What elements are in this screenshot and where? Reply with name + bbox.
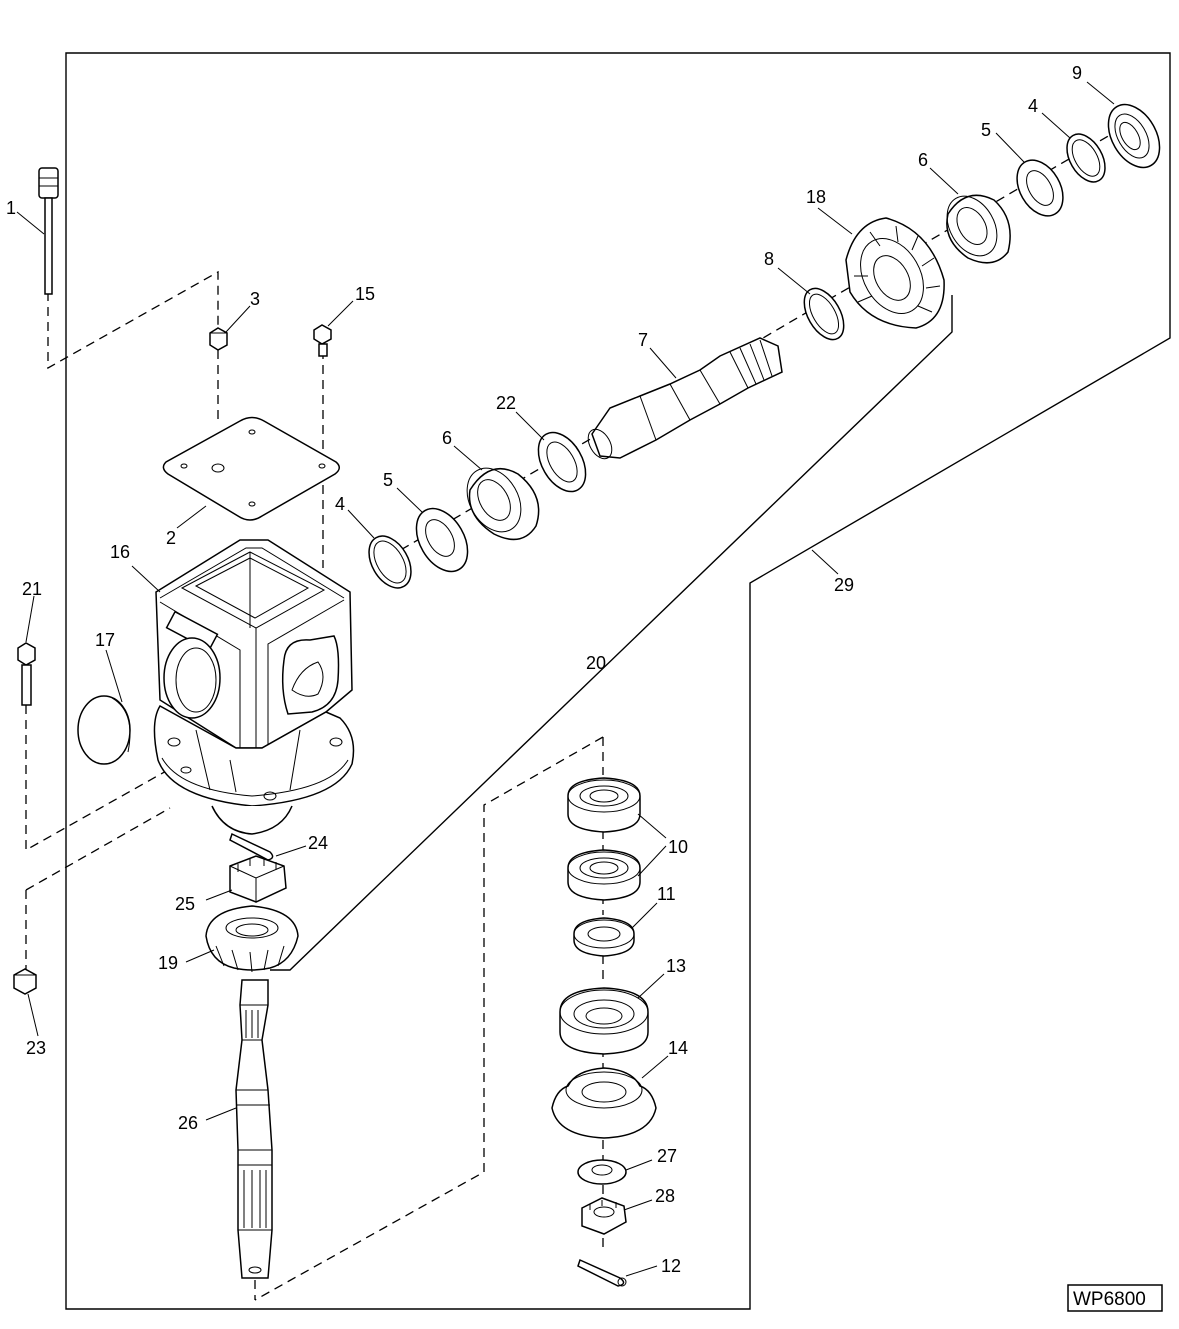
nut [13,968,37,995]
plug [209,327,228,351]
taper-bearing-lower [567,849,641,901]
snap-ring-right [1066,133,1106,183]
callout-12: 12 [661,1256,681,1276]
callout-3: 3 [250,289,260,309]
callout-22: 22 [496,393,516,413]
callout-10: 10 [668,837,688,857]
ball-bearing-left [466,467,540,541]
callout-11: 11 [657,884,676,904]
ball-bearing-right [946,194,1011,264]
drawing-code-box: WP6800 [1067,1284,1163,1312]
castle-nut-upper [229,855,287,903]
spacer-22 [537,431,587,493]
leader-lines [16,81,1115,1277]
callout-4-right: 4 [1028,96,1038,116]
callout-24: 24 [308,833,328,853]
spacer-left [415,507,469,573]
gearbox-housing [153,539,355,835]
callout-16: 16 [110,542,130,562]
callout-17: 17 [95,630,115,650]
oil-seal [1107,103,1161,169]
callout-15: 15 [355,284,375,304]
cotter-pin-lower [577,1258,627,1287]
callout-6-right: 6 [918,150,928,170]
snap-ring-8 [803,287,845,341]
assembly-boundary [65,52,1171,1310]
callout-2: 2 [166,528,176,548]
callout-26: 26 [178,1113,198,1133]
washer [577,1159,627,1185]
callout-28: 28 [655,1186,675,1206]
spacer-ring [573,917,635,957]
drawing-code: WP6800 [1073,1289,1146,1310]
callout-21: 21 [22,579,42,599]
vertical-shaft [235,979,273,1279]
callout-18: 18 [806,187,826,207]
callout-6-left: 6 [442,428,452,448]
taper-bearing-upper [567,777,641,833]
cover-plug [77,695,131,765]
seal-retainer [551,1067,657,1139]
callout-14: 14 [668,1038,688,1058]
cap-screw-top [313,324,332,357]
shaft-reference-line [270,295,953,971]
callout-20: 20 [586,653,606,673]
callout-4-left: 4 [335,494,345,514]
callout-1: 1 [6,198,16,218]
callout-29: 29 [834,575,854,595]
callout-27: 27 [657,1146,677,1166]
callout-23: 23 [26,1038,46,1058]
cover-plate [162,416,340,521]
cotter-pin-upper [229,832,274,861]
callout-25: 25 [175,894,195,914]
callout-5-left: 5 [383,470,393,490]
input-shaft [587,337,783,460]
castle-nut-lower [581,1197,627,1235]
callout-19: 19 [158,953,178,973]
callout-8: 8 [764,249,774,269]
callout-labels: 1 2 3 4 4 5 5 6 6 7 8 9 10 11 12 13 14 1… [6,63,1082,1276]
bearing-cup [559,987,649,1055]
callout-7: 7 [638,330,648,350]
callout-5-right: 5 [981,120,991,140]
dipstick [38,167,59,295]
spacer-right [1016,159,1064,217]
cap-screw-left [17,642,36,706]
bevel-pinion-gear [205,905,299,973]
callout-13: 13 [666,956,686,976]
bevel-ring-gear [845,217,945,329]
callout-9: 9 [1072,63,1082,83]
snap-ring-left [368,535,412,589]
